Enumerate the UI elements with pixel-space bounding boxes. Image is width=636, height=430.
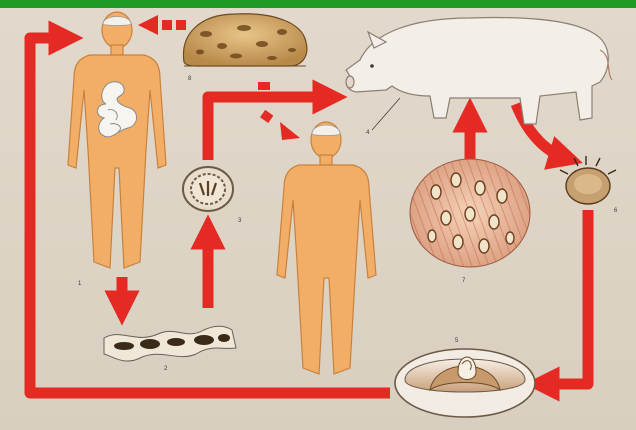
tapeworm-segment-icon (104, 326, 236, 361)
pig-pointer-line (372, 98, 400, 130)
label-4: 4 (366, 130, 370, 136)
label-2: 2 (164, 366, 168, 372)
egg-icon (183, 167, 233, 211)
muscle-tissue-icon (410, 159, 530, 267)
cysticercus-icon (395, 349, 535, 417)
dashed-arrow-brain-to-human-2 (258, 82, 300, 140)
onchosphere-icon (560, 156, 616, 204)
brain-cross-section (183, 14, 306, 66)
pig-icon (346, 18, 612, 124)
human-figure-2 (277, 122, 376, 374)
label-7: 7 (462, 278, 466, 284)
dashed-arrow-brain-to-head (138, 15, 186, 35)
label-3: 3 (238, 218, 242, 224)
arrow-onchosphere-to-cyst (542, 210, 588, 384)
label-6: 6 (614, 208, 618, 214)
label-8: 8 (188, 76, 192, 82)
label-1: 1 (78, 281, 82, 287)
human-figure-1 (68, 12, 166, 268)
label-5: 5 (455, 338, 459, 344)
arrow-egg-to-pig (208, 97, 330, 160)
